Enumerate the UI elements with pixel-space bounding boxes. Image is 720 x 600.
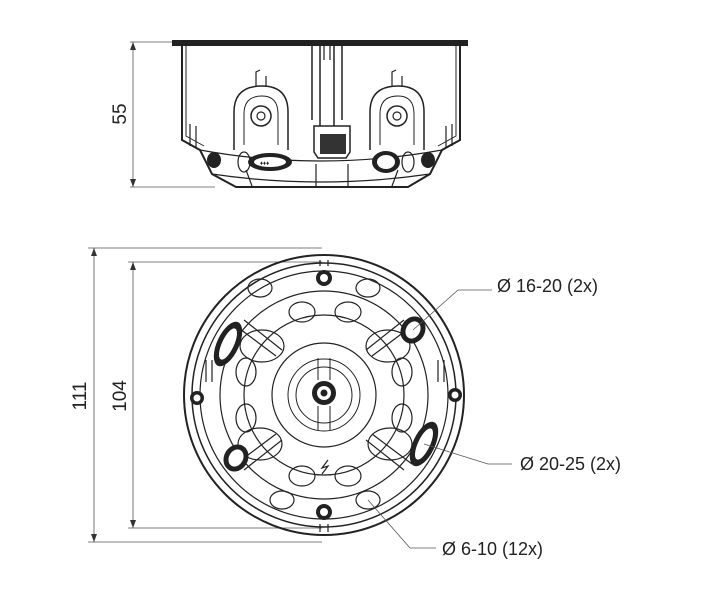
center-boss: [312, 358, 336, 430]
inner-diameter-value: 104: [110, 380, 131, 412]
side-clips: [190, 360, 462, 405]
large-knockouts: [237, 329, 413, 461]
svg-text:♦♦♦: ♦♦♦: [260, 161, 269, 167]
inner-diameter-dimension: 104: [110, 261, 322, 529]
leader-lines: [367, 289, 512, 549]
height-dimension: 55: [110, 41, 215, 188]
radial-ribs: [235, 319, 413, 471]
side-view: 55: [110, 40, 468, 188]
height-value: 55: [110, 103, 131, 124]
right-screw-boss: [369, 69, 425, 150]
callout-16-20: Ø 16-20 (2x): [497, 276, 598, 296]
outer-diameter-dimension: 111: [70, 247, 322, 543]
screw-holes: [316, 260, 332, 532]
side-cable-entries: ♦♦♦: [207, 151, 435, 173]
top-flange: [172, 40, 468, 46]
callout-6-10: Ø 6-10 (12x): [442, 539, 543, 559]
outer-ring: [183, 254, 465, 536]
small-knockouts: [235, 278, 413, 510]
left-screw-boss: [233, 69, 289, 150]
outer-diameter-value: 111: [70, 382, 91, 411]
top-view: 111 104: [70, 247, 621, 559]
center-rib: [311, 40, 351, 159]
callout-20-25: Ø 20-25 (2x): [520, 454, 621, 474]
